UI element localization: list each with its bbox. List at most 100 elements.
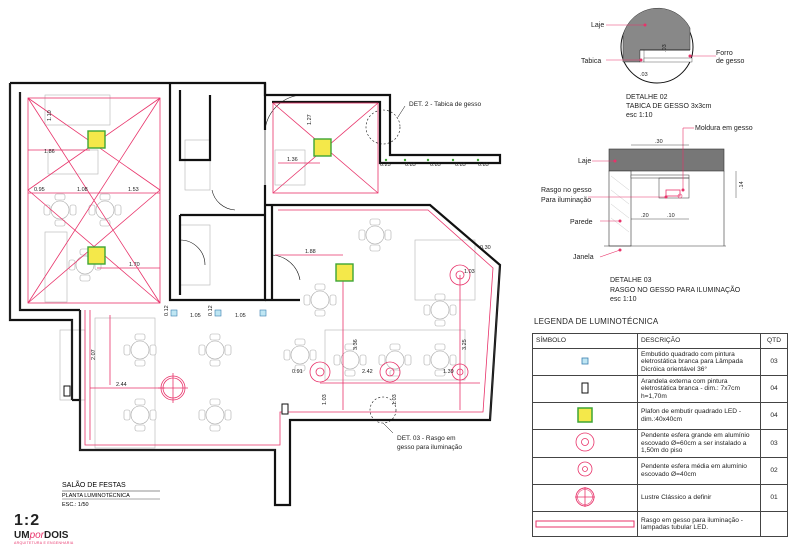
wall-hatch bbox=[9, 83, 501, 451]
svg-text:Para iluminação: Para iluminação bbox=[541, 197, 591, 204]
company-logo: 1:2 UMporDOIS ARQUITETURA E ENGENHARIA bbox=[14, 512, 74, 545]
svg-text:1.27: 1.27 bbox=[307, 114, 313, 125]
drawing-title: SALÃO DE FESTAS bbox=[62, 480, 126, 489]
pendants bbox=[158, 264, 471, 403]
legend-qty: 03 bbox=[760, 348, 788, 376]
leader-lines bbox=[382, 105, 406, 434]
legend-row: Lustre Clássico a definir 01 bbox=[532, 483, 788, 513]
svg-text:Tabica: Tabica bbox=[581, 58, 601, 65]
svg-text:.20: .20 bbox=[641, 213, 649, 219]
svg-text:2.42: 2.42 bbox=[362, 369, 373, 375]
svg-text:Forro: Forro bbox=[716, 50, 733, 57]
drawing-subtitle: PLANTA LUMINOTÉCNICA bbox=[62, 492, 130, 499]
legend-qty bbox=[760, 511, 788, 538]
small-square-icon bbox=[581, 357, 589, 365]
det3-label-line2: gesso para iluminação bbox=[397, 444, 462, 451]
svg-text:0.85: 0.85 bbox=[430, 162, 441, 168]
svg-text:0.91: 0.91 bbox=[292, 369, 303, 375]
logo-mark: 1:2 bbox=[14, 512, 41, 529]
legend-description: Lustre Clássico a definir bbox=[637, 483, 761, 513]
medium-pendant-icon bbox=[577, 461, 593, 477]
legend-qty: 01 bbox=[760, 483, 788, 513]
svg-text:.10: .10 bbox=[667, 213, 675, 219]
legend-row: Pendente esfera grande em alumínio escov… bbox=[532, 429, 788, 458]
furniture-layer bbox=[44, 94, 476, 449]
svg-text:TABICA DE GESSO 3x3cm: TABICA DE GESSO 3x3cm bbox=[626, 103, 712, 110]
logo-name: UMporDOIS bbox=[14, 530, 69, 541]
svg-text:DETALHE 03: DETALHE 03 bbox=[610, 277, 652, 284]
svg-text:.03: .03 bbox=[662, 44, 668, 52]
detail-03: .30 .14 .20 .10 Moldura em gesso Laje Ra… bbox=[541, 125, 753, 303]
svg-text:1.05: 1.05 bbox=[190, 313, 201, 319]
legend-description: Plafon de embutir quadrado LED - dim.:40… bbox=[637, 402, 761, 430]
legend-description: Pendente esfera média em alumínio escova… bbox=[637, 456, 761, 485]
svg-text:DETALHE 02: DETALHE 02 bbox=[626, 94, 668, 101]
lighting-legend-table: SÍMBOLO DESCRIÇÃO QTD Embutido quadrado … bbox=[532, 333, 788, 538]
svg-text:0.12: 0.12 bbox=[164, 305, 170, 316]
svg-text:Moldura em gesso: Moldura em gesso bbox=[695, 125, 753, 132]
legend-description: Embutido quadrado com pintura eletrostát… bbox=[637, 348, 761, 376]
svg-text:1.36: 1.36 bbox=[287, 157, 298, 163]
svg-text:1.70: 1.70 bbox=[129, 262, 140, 268]
svg-text:.30: .30 bbox=[655, 139, 663, 145]
svg-text:Laje: Laje bbox=[591, 22, 604, 29]
spots bbox=[170, 309, 267, 317]
legend-qty: 04 bbox=[760, 402, 788, 430]
svg-text:3.36: 3.36 bbox=[353, 339, 359, 350]
legend-description: Pendente esfera grande em alumínio escov… bbox=[637, 429, 761, 458]
doors bbox=[179, 94, 301, 281]
svg-text:Rasgo no gesso: Rasgo no gesso bbox=[541, 187, 592, 194]
svg-text:1.10: 1.10 bbox=[47, 110, 53, 121]
legend-row: Rasgo em gesso para iluminação - lampada… bbox=[532, 511, 788, 538]
legend-header-row: SÍMBOLO DESCRIÇÃO QTD bbox=[532, 333, 788, 349]
svg-text:.14: .14 bbox=[739, 181, 745, 189]
lighting-layer bbox=[27, 97, 494, 446]
svg-text:2.07: 2.07 bbox=[91, 349, 97, 360]
svg-text:de gesso: de gesso bbox=[716, 58, 745, 65]
led-panels bbox=[87, 130, 354, 282]
svg-text:1.53: 1.53 bbox=[128, 187, 139, 193]
legend-qty: 02 bbox=[760, 456, 788, 485]
svg-text:1.08: 1.08 bbox=[77, 187, 88, 193]
legend-col-description: DESCRIÇÃO bbox=[637, 333, 761, 349]
svg-text:3.25: 3.25 bbox=[462, 339, 468, 350]
svg-text:1.05: 1.05 bbox=[235, 313, 246, 319]
svg-text:0.95: 0.95 bbox=[34, 187, 45, 193]
sconces bbox=[63, 385, 289, 415]
legend-title: LEGENDA DE LUMINOTÉCNICA bbox=[534, 317, 659, 326]
legend-description: Arandela externa com pintura eletrostáti… bbox=[637, 375, 761, 403]
led-panel-icon bbox=[577, 406, 593, 423]
legend-row: Pendente esfera média em alumínio escova… bbox=[532, 456, 788, 485]
det2-label: DET. 2 - Tabica de gesso bbox=[409, 101, 482, 108]
svg-text:0.85: 0.85 bbox=[455, 162, 466, 168]
chandelier-icon bbox=[575, 486, 595, 507]
drawing-scale: ESC.: 1/50 bbox=[62, 502, 89, 508]
svg-text:0.85: 0.85 bbox=[405, 162, 416, 168]
svg-text:RASGO NO GESSO PARA ILUMINAÇÃO: RASGO NO GESSO PARA ILUMINAÇÃO bbox=[610, 285, 741, 294]
svg-text:2.44: 2.44 bbox=[116, 382, 127, 388]
sconce-icon bbox=[581, 382, 589, 394]
legend-col-symbol: SÍMBOLO bbox=[532, 333, 638, 349]
tabica-dots bbox=[384, 158, 480, 162]
logo-tagline: ARQUITETURA E ENGENHARIA bbox=[14, 541, 74, 545]
svg-text:esc 1:10: esc 1:10 bbox=[610, 296, 637, 303]
svg-text:1.03: 1.03 bbox=[464, 269, 475, 275]
svg-text:1.03: 1.03 bbox=[392, 394, 398, 405]
led-strip-icon bbox=[535, 520, 635, 528]
svg-text:0.12: 0.12 bbox=[208, 305, 214, 316]
svg-text:Parede: Parede bbox=[570, 219, 593, 226]
legend-row: Arandela externa com pintura eletrostáti… bbox=[532, 375, 788, 403]
svg-text:1.86: 1.86 bbox=[44, 149, 55, 155]
svg-text:esc 1:10: esc 1:10 bbox=[626, 112, 653, 119]
svg-text:1.39: 1.39 bbox=[443, 369, 454, 375]
legend-qty: 04 bbox=[760, 375, 788, 403]
svg-text:.03: .03 bbox=[640, 72, 648, 78]
svg-text:Janela: Janela bbox=[573, 254, 594, 261]
detail-02: .03 .03 Laje Tabica Forro de gesso DETAL… bbox=[581, 7, 745, 119]
svg-text:1.03: 1.03 bbox=[322, 394, 328, 405]
svg-text:1.88: 1.88 bbox=[305, 249, 316, 255]
legend-row: Embutido quadrado com pintura eletrostát… bbox=[532, 348, 788, 376]
svg-text:0.30: 0.30 bbox=[480, 245, 491, 251]
svg-text:Laje: Laje bbox=[578, 158, 591, 165]
